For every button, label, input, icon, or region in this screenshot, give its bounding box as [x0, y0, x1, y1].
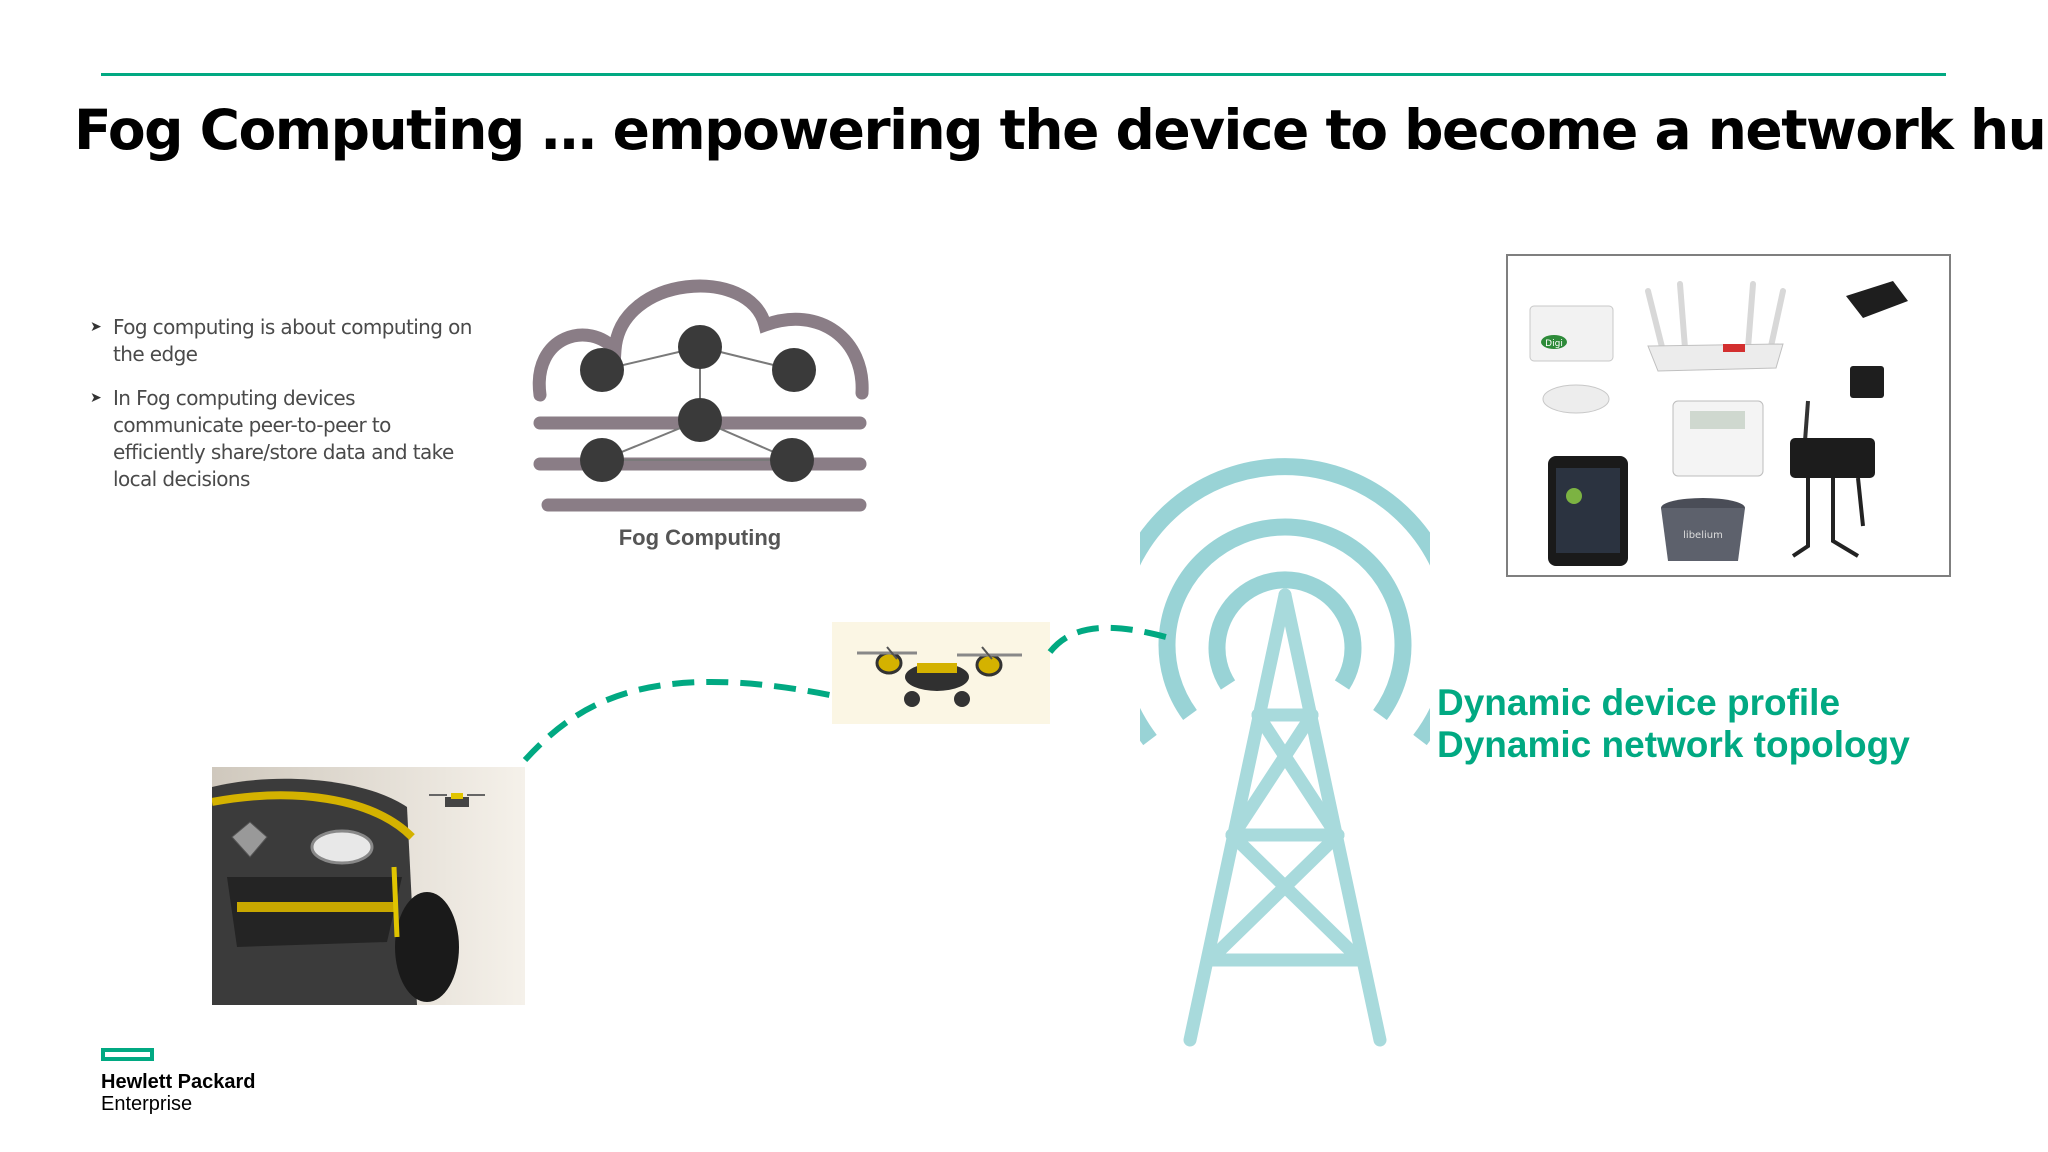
- antenna: [1803, 400, 1810, 442]
- gateway-device: [1529, 305, 1614, 362]
- router-status-light: [1723, 344, 1745, 352]
- drone-mini: [429, 793, 485, 807]
- dynamic-device-profile: Dynamic device profile: [1437, 682, 1841, 723]
- display-indicator: [1566, 488, 1582, 504]
- device-panel: Digi libelium: [1506, 254, 1951, 577]
- hpe-logo-bar: [101, 1048, 154, 1061]
- bullet-item: ➤ Fog computing is about computing on the…: [90, 314, 485, 368]
- top-rule: [101, 73, 1946, 76]
- bullet-list: ➤ Fog computing is about computing on the…: [90, 314, 485, 510]
- car-photo: [212, 767, 525, 1005]
- cables: [1791, 477, 1865, 558]
- hpe-logo-line1: Hewlett Packard: [101, 1071, 256, 1093]
- bullet-text: Fog computing is about computing on the …: [113, 315, 472, 366]
- router-device: [1647, 343, 1784, 372]
- router-antennas: [1645, 281, 1786, 354]
- hpe-logo-line2: Enterprise: [101, 1093, 193, 1115]
- cell-tower-icon: [1140, 458, 1430, 1047]
- sensor-black: [1846, 281, 1908, 318]
- bullet-arrow-icon: ➤: [90, 319, 102, 335]
- bullet-text: In Fog computing devices communicate pee…: [113, 386, 454, 491]
- fog-caption: Fog Computing: [618, 525, 782, 550]
- bullet-arrow-icon: ➤: [90, 390, 102, 406]
- smoke-detector: [1542, 384, 1610, 414]
- drone-icon: [832, 622, 1050, 724]
- plug-device: [1850, 366, 1884, 398]
- digi-logo: [1541, 335, 1567, 349]
- libelium-label: libelium: [1683, 530, 1723, 541]
- fog-cloud-icon: [532, 279, 869, 512]
- meter-display: [1690, 411, 1745, 429]
- dynamic-network-topology: Dynamic network topology: [1437, 724, 1910, 765]
- container-device: [1661, 508, 1745, 561]
- hpe-logo: Hewlett Packard Enterprise: [101, 1048, 256, 1115]
- bullet-item: ➤ In Fog computing devices communicate pe…: [90, 385, 485, 493]
- display-screen: [1556, 468, 1620, 553]
- dynamic-text: Dynamic device profile Dynamic network t…: [1437, 682, 1910, 766]
- page-title: Fog Computing … empowering the device to…: [74, 98, 2048, 162]
- digi-label: Digi: [1545, 339, 1563, 349]
- libelium-node: [1790, 438, 1875, 478]
- iot-devices-image: Digi libelium: [1529, 281, 1908, 566]
